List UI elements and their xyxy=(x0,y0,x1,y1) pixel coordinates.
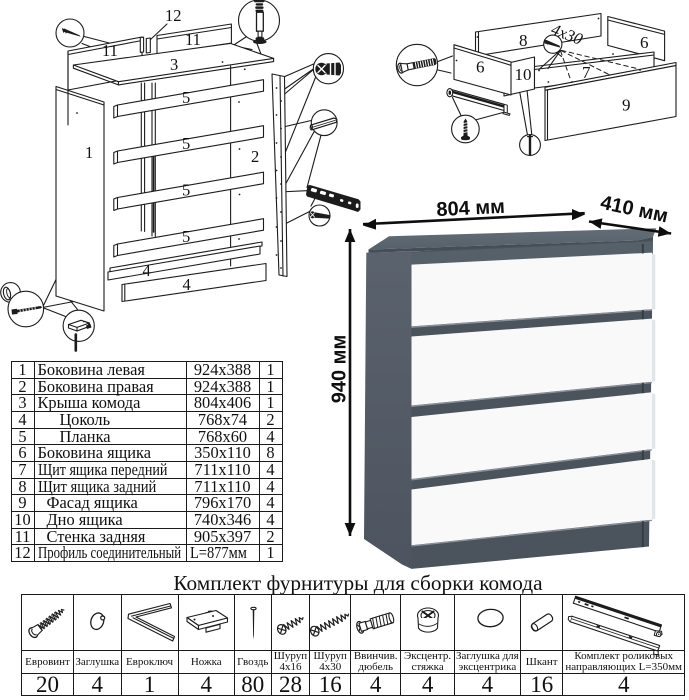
svg-text:410 мм: 410 мм xyxy=(598,192,670,228)
svg-text:5: 5 xyxy=(182,88,190,107)
svg-text:940 мм: 940 мм xyxy=(329,335,351,404)
svg-text:4: 4 xyxy=(143,261,151,280)
svg-text:804 мм: 804 мм xyxy=(436,196,506,221)
svg-text:11: 11 xyxy=(102,41,118,60)
svg-text:5: 5 xyxy=(182,134,190,153)
svg-text:4: 4 xyxy=(183,275,191,294)
svg-text:8: 8 xyxy=(519,31,528,50)
svg-text:10: 10 xyxy=(515,65,532,84)
svg-text:5: 5 xyxy=(182,227,190,246)
svg-text:2: 2 xyxy=(251,147,259,166)
svg-text:6: 6 xyxy=(476,58,485,77)
svg-text:11: 11 xyxy=(185,30,201,49)
svg-text:3: 3 xyxy=(170,55,178,74)
svg-text:9: 9 xyxy=(622,96,631,115)
svg-text:12: 12 xyxy=(165,6,182,25)
svg-text:6: 6 xyxy=(640,33,649,52)
svg-text:1: 1 xyxy=(85,143,93,162)
svg-text:7: 7 xyxy=(582,63,591,82)
svg-text:5: 5 xyxy=(182,181,190,200)
